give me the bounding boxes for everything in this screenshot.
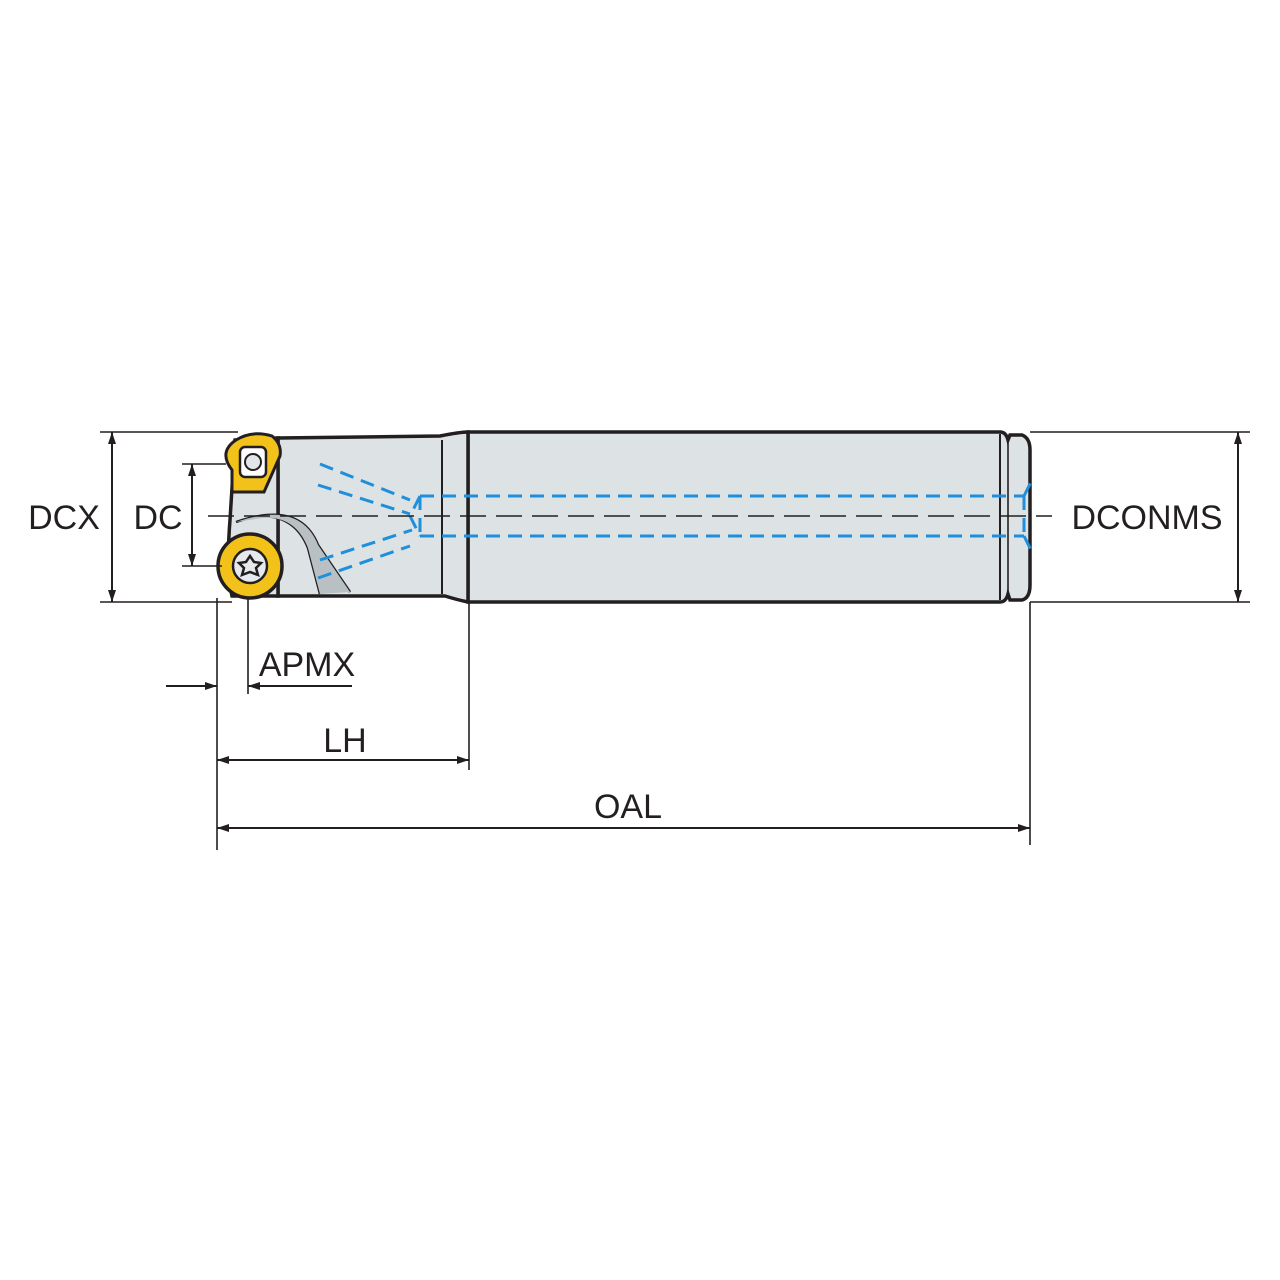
dimension-lines — [108, 432, 1242, 832]
dimension-labels: DCX DC DCONMS APMX LH OAL — [28, 499, 1222, 826]
coolant-upper-branch-b — [317, 483, 411, 516]
bottom-insert — [216, 532, 284, 600]
dc-label: DC — [133, 499, 182, 537]
torx-screw-icon — [236, 553, 264, 578]
dcx-label: DCX — [28, 499, 100, 537]
coolant-upper-branch-a — [319, 462, 411, 502]
top-insert — [224, 432, 282, 494]
coolant-lower-branch-b — [317, 544, 411, 580]
dconms-label: DCONMS — [1071, 499, 1222, 537]
coolant-inlet-chamfer — [1022, 479, 1034, 553]
oal-label: OAL — [594, 788, 662, 826]
top-insert-screw-head — [244, 453, 262, 471]
coolant-channels — [317, 462, 1034, 580]
lh-label: LH — [323, 722, 366, 760]
shank — [466, 430, 1032, 604]
apmx-label: APMX — [259, 646, 355, 684]
coolant-lower-branch-a — [319, 528, 413, 562]
neck — [276, 430, 470, 605]
tool-body — [226, 430, 1032, 605]
chip-flute-fill — [236, 514, 350, 594]
extension-lines — [100, 431, 1250, 850]
